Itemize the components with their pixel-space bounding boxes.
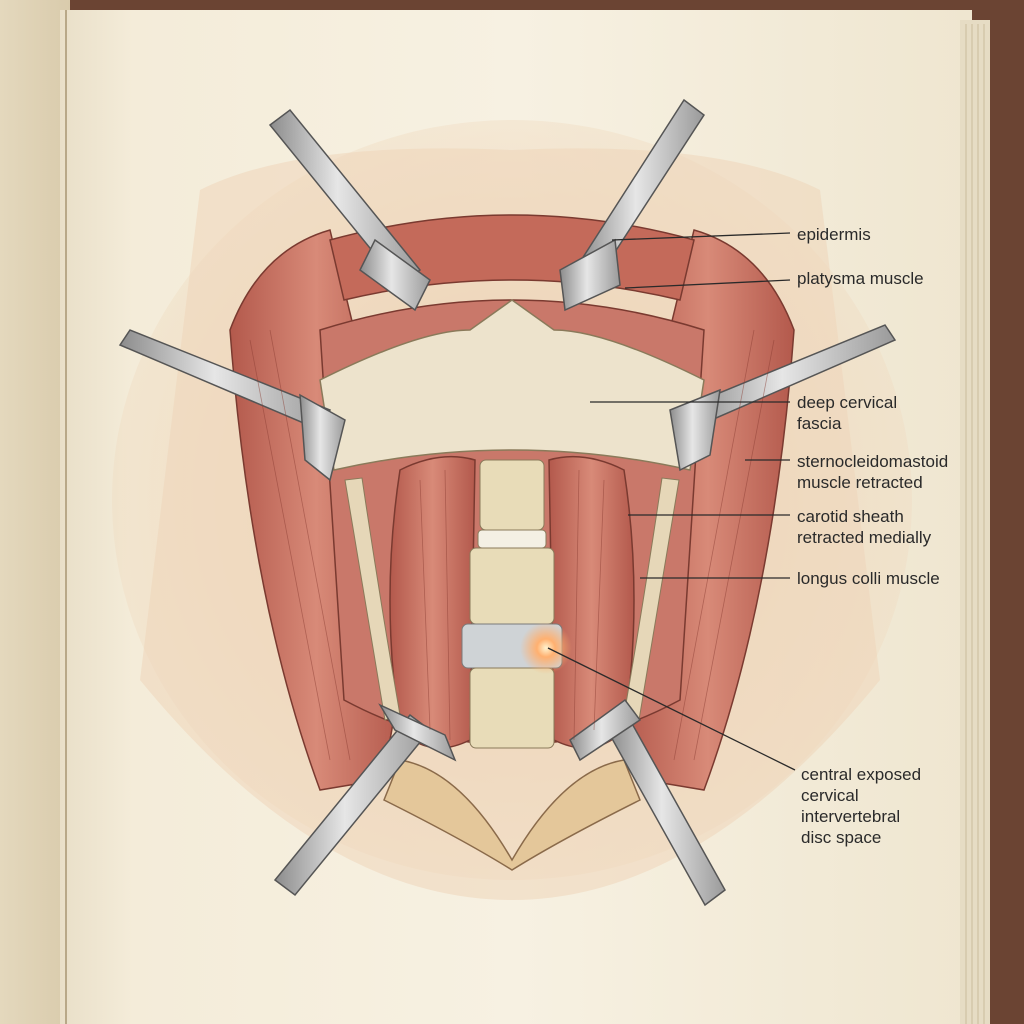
vertebra-1 [479,459,545,531]
retractor-mid-left [118,329,346,482]
label-epidermis: epidermis [797,225,871,244]
retractor-bottom-left [273,703,457,897]
vertebra-3 [469,667,555,749]
muscle-fibres [249,329,775,761]
retractor-top-left [268,108,431,312]
label-intervertebral-disc: central exposed cervical intervertebral … [801,765,922,847]
leader-lines [547,232,796,771]
label-deep-cervical-fascia: deep cervical fascia [797,393,898,433]
label-carotid-sheath: carotid sheath retracted medially [797,507,932,547]
deep-fascia [319,299,705,471]
retractor-bottom-right [569,698,726,907]
label-platysma-muscle: platysma muscle [797,269,924,288]
lower-wound-edge [383,759,641,871]
longus-left [389,455,476,749]
page-edges [960,20,990,1024]
retractor-top-right [559,98,706,312]
label-sternocleidomastoid: sternocleidomastoid muscle retracted [797,452,949,492]
label-longus-colli: longus colli muscle [797,569,940,588]
disc-1 [477,529,547,549]
vertebra-2 [469,547,555,625]
disc-glow [520,622,572,674]
left-page [0,0,70,1024]
